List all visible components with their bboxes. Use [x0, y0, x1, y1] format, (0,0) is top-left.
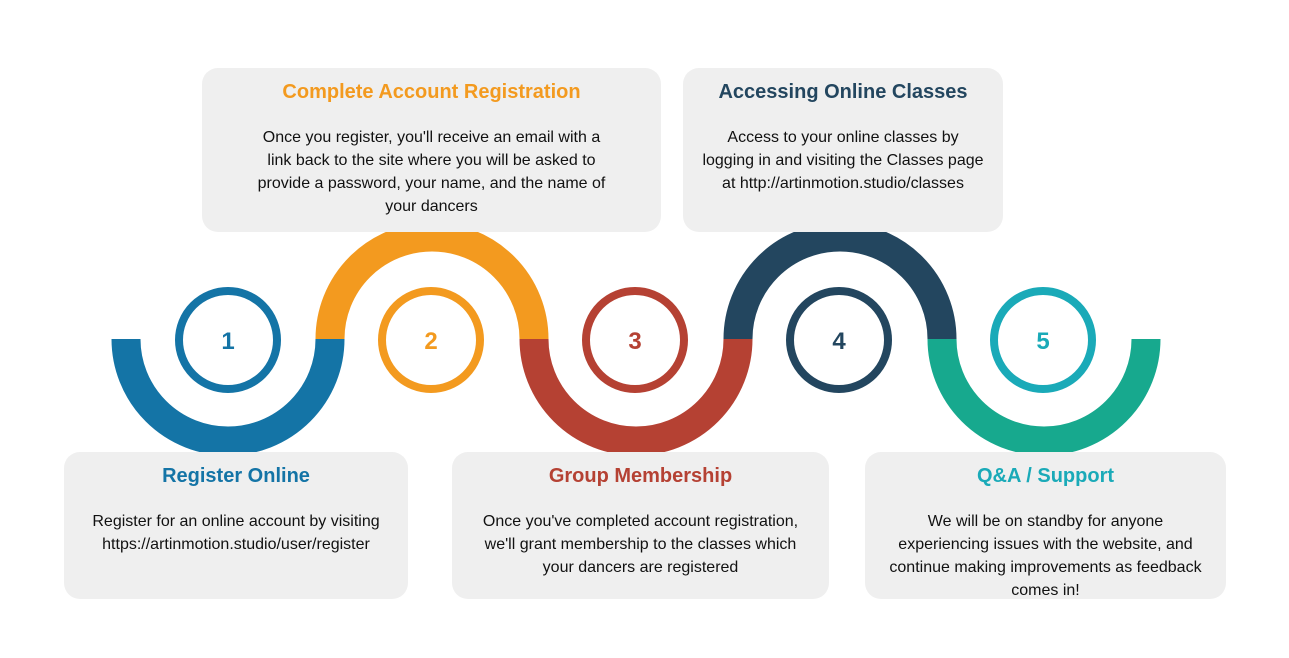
step-5-body: We will be on standby for anyone experie… — [889, 513, 1202, 599]
step-2-card: Complete Account Registration Once you r… — [202, 68, 661, 232]
step-2-body: Once you register, you'll receive an ema… — [257, 129, 606, 215]
step-2-marker: 2 — [378, 287, 484, 393]
step-5-number: 5 — [1036, 328, 1049, 355]
step-3-title: Group Membership — [548, 465, 733, 487]
step-3-card: Group Membership Once you've completed a… — [452, 452, 829, 599]
step-1-card: Register Online Register for an online a… — [64, 452, 408, 599]
wave-segment-3 — [519, 338, 753, 456]
step-1-body: Register for an online account by visiti… — [92, 513, 380, 553]
wave-segment-5 — [927, 338, 1161, 456]
step-1-title: Register Online — [162, 465, 310, 487]
step-4-body: Access to your online classes by logging… — [702, 129, 984, 192]
wave-segment-4 — [723, 222, 957, 340]
step-3-number: 3 — [628, 328, 641, 355]
step-4-marker: 4 — [786, 287, 892, 393]
wave-segment-2 — [315, 222, 549, 340]
step-3-body: Once you've completed account registrati… — [482, 513, 799, 576]
step-2-number: 2 — [424, 328, 437, 355]
step-4-title: Accessing Online Classes — [718, 81, 968, 103]
step-5-title: Q&A / Support — [976, 465, 1115, 487]
wave-segment-1 — [111, 338, 345, 456]
step-4-number: 4 — [832, 328, 846, 355]
step-3-marker: 3 — [582, 287, 688, 393]
step-2-title: Complete Account Registration — [282, 81, 581, 103]
step-1-marker: 1 — [175, 287, 281, 393]
step-5-marker: 5 — [990, 287, 1096, 393]
step-5-card: Q&A / Support We will be on standby for … — [865, 452, 1226, 599]
step-4-card: Accessing Online Classes Access to your … — [683, 68, 1003, 232]
step-1-number: 1 — [221, 328, 234, 355]
